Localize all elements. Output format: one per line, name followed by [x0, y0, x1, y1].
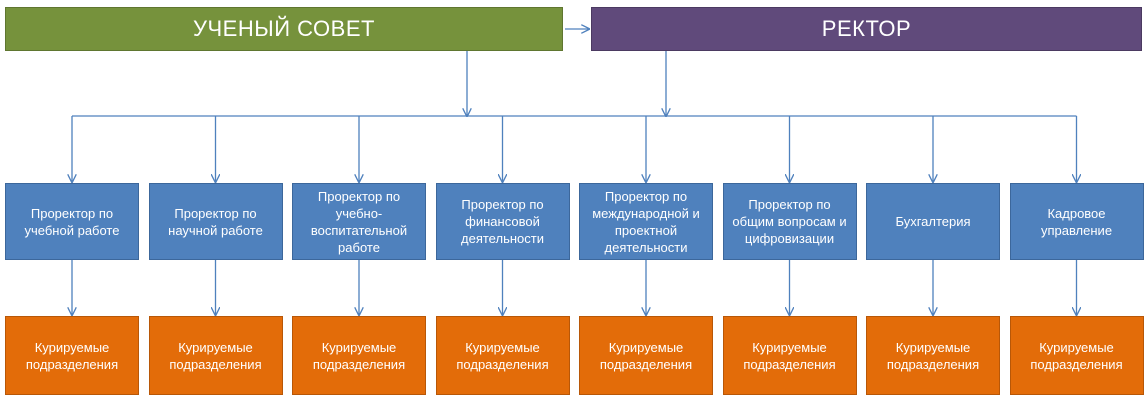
unit-label: Проректор по учебно-воспитательной работ… — [310, 188, 408, 255]
unit-label: Проректор по учебной работе — [24, 205, 120, 238]
unit-box-1: Проректор по учебной работе — [5, 183, 139, 260]
unit-box-5: Проректор по международной и проектной д… — [579, 183, 713, 260]
subdivisions-label: Курируемые подразделения — [456, 339, 549, 372]
subdivisions-box-6: Курируемые подразделения — [722, 316, 857, 395]
unit-label: Бухгалтерия — [895, 214, 971, 229]
unit-box-6: Проректор по общим вопросам и цифровизац… — [722, 183, 857, 260]
academic-council-box: УЧЕНЫЙ СОВЕТ — [5, 7, 563, 51]
subdivisions-label: Курируемые подразделения — [25, 339, 119, 372]
unit-box-3: Проректор по учебно-воспитательной работ… — [292, 183, 426, 260]
subdivisions-box-2: Курируемые подразделения — [148, 316, 283, 395]
subdivisions-label: Курируемые подразделения — [743, 339, 836, 372]
unit-label: Проректор по научной работе — [168, 205, 263, 238]
unit-label: Проректор по общим вопросам и цифровизац… — [732, 197, 847, 246]
subdivisions-label: Курируемые подразделения — [599, 339, 693, 372]
subdivisions-box-3: Курируемые подразделения — [292, 316, 426, 395]
subdivisions-box-1: Курируемые подразделения — [5, 316, 139, 395]
rector-label: РЕКТОР — [821, 16, 912, 41]
subdivisions-box-8: Курируемые подразделения — [1009, 316, 1144, 395]
unit-box-8: Кадровое управление — [1009, 183, 1144, 260]
subdivisions-label: Курируемые подразделения — [886, 339, 980, 372]
unit-label: Кадровое управление — [1040, 205, 1113, 238]
academic-council-label: УЧЕНЫЙ СОВЕТ — [193, 16, 375, 41]
subdivisions-label: Курируемые подразделения — [312, 339, 406, 372]
unit-box-2: Проректор по научной работе — [148, 183, 283, 260]
subdivisions-box-7: Курируемые подразделения — [866, 316, 1000, 395]
subdivisions-label: Курируемые подразделения — [169, 339, 262, 372]
subdivisions-box-5: Курируемые подразделения — [579, 316, 713, 395]
subdivisions-label: Курируемые подразделения — [1030, 339, 1123, 372]
unit-box-4: Проректор по финансовой деятельности — [435, 183, 570, 260]
rector-box: РЕКТОР — [591, 7, 1142, 51]
unit-label: Проректор по финансовой деятельности — [461, 197, 544, 246]
unit-label: Проректор по международной и проектной д… — [592, 188, 700, 255]
unit-box-7: Бухгалтерия — [866, 183, 1000, 260]
subdivisions-box-4: Курируемые подразделения — [435, 316, 570, 395]
